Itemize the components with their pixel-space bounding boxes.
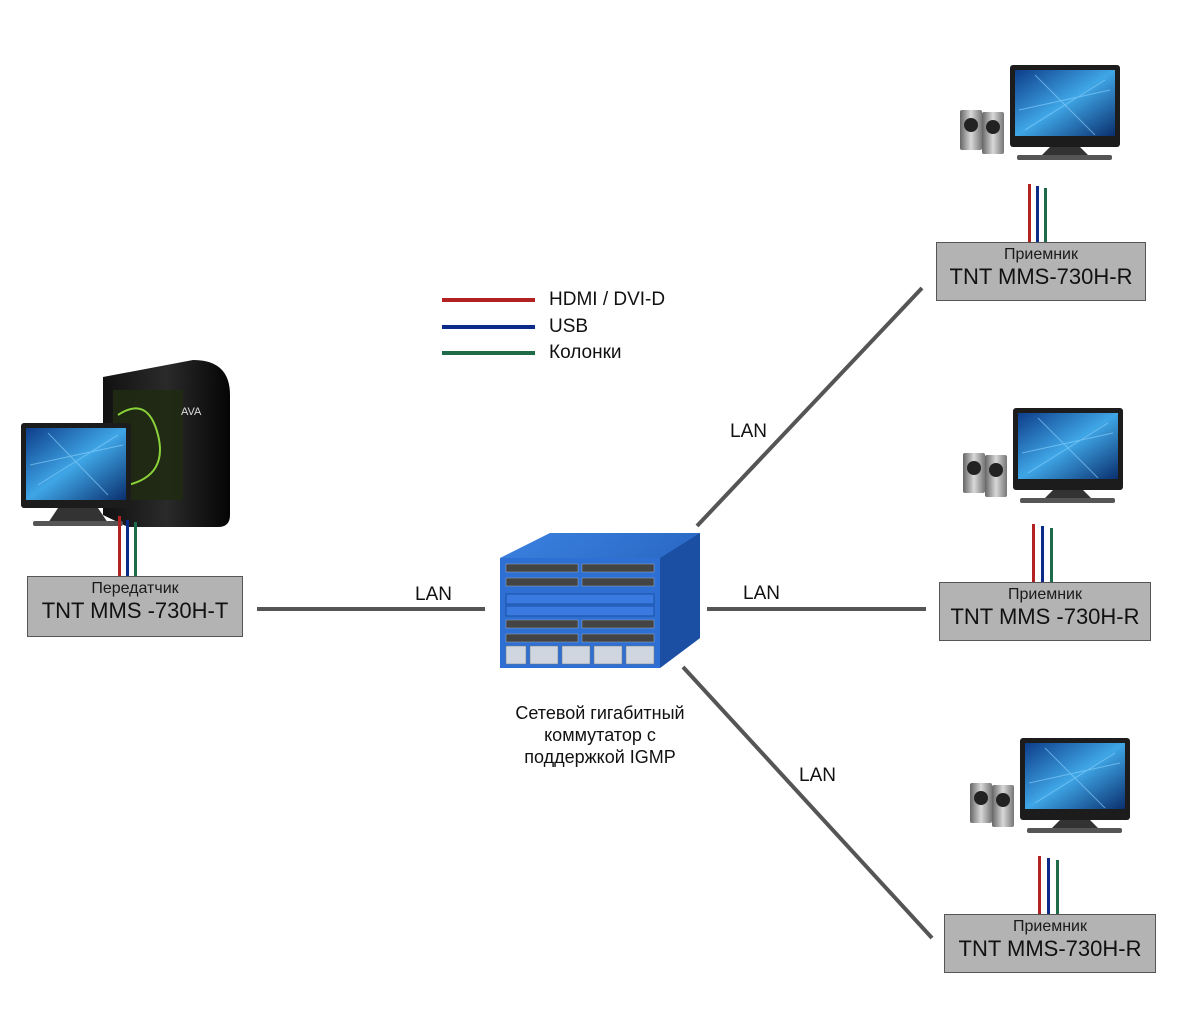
switch-caption: Сетевой гигабитный коммутатор с поддержк… (480, 702, 720, 768)
usb-cable (1036, 186, 1039, 242)
transmitter-box: Передатчик TNT MMS -730H-T (27, 576, 243, 637)
monitor-with-speakers-icon (963, 408, 1123, 503)
receiver-model: TNT MMS-730H-R (958, 936, 1142, 961)
receiver-model: TNT MMS-730H-R (949, 264, 1133, 289)
usb-cable (1047, 858, 1050, 914)
speaker-cable (1056, 860, 1059, 914)
hdmi-line-swatch (442, 298, 535, 302)
hdmi-cable (118, 516, 121, 576)
receiver-box-1: Приемник TNT MMS-730H-R (936, 242, 1146, 301)
receiver-role: Приемник (1012, 918, 1087, 935)
lan-label: LAN (730, 421, 767, 442)
switch-caption-line: поддержкой IGMP (524, 747, 676, 767)
switch-caption-line: коммутатор с (544, 725, 656, 745)
speaker-cable (1050, 528, 1053, 582)
legend-label: Колонки (549, 342, 622, 363)
monitor-with-speakers-icon (970, 738, 1130, 833)
lan-link-receiver-1 (695, 286, 924, 528)
receiver-box-3: Приемник TNT MMS-730H-R (944, 914, 1156, 973)
hdmi-cable (1032, 524, 1035, 582)
legend-label: HDMI / DVI-D (549, 289, 666, 310)
speaker-cable (134, 522, 137, 576)
legend-label: USB (549, 316, 589, 337)
receiver-model: TNT MMS -730H-R (950, 604, 1140, 629)
speaker-cable (1044, 188, 1047, 242)
transmitter-model: TNT MMS -730H-T (41, 598, 229, 623)
receiver-box-2: Приемник TNT MMS -730H-R (939, 582, 1151, 641)
pc-with-monitor-icon: AVA (21, 360, 230, 527)
lan-label: LAN (415, 584, 452, 605)
lan-label: LAN (799, 765, 836, 786)
hdmi-cable (1028, 184, 1031, 242)
monitor-with-speakers-icon (960, 65, 1120, 160)
lan-link-receiver-3 (681, 665, 934, 940)
usb-cable (1041, 526, 1044, 582)
usb-line-swatch (442, 325, 535, 329)
svg-text:AVA: AVA (181, 406, 202, 418)
lan-label: LAN (743, 583, 780, 604)
hdmi-cable (1038, 856, 1041, 914)
network-switch-icon (500, 533, 700, 668)
switch-caption-line: Сетевой гигабитный (515, 703, 685, 723)
usb-cable (126, 520, 129, 576)
transmitter-role: Передатчик (91, 580, 179, 597)
receiver-role: Приемник (1007, 586, 1082, 603)
receiver-role: Приемник (1003, 246, 1078, 263)
speakers-line-swatch (442, 351, 535, 355)
